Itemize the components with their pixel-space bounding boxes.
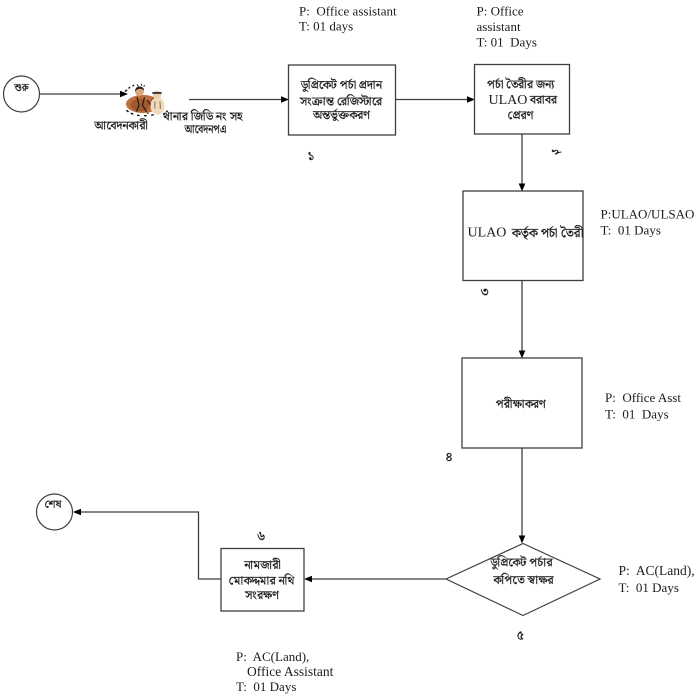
svg-text:ULAO: ULAO — [468, 226, 507, 241]
svg-text:T: 01 Days: T: 01 Days — [605, 407, 669, 422]
svg-text:P: AC(Land),: P: AC(Land), — [236, 649, 309, 664]
svg-text:Office Assistant: Office Assistant — [247, 664, 334, 679]
svg-text:T: 01 Days: T: 01 Days — [619, 580, 679, 595]
svg-text:T: 01 Days: T: 01 Days — [236, 679, 296, 694]
svg-text:P: Office: P: Office — [477, 4, 524, 19]
svg-text:P: Office Asst: P: Office Asst — [605, 390, 681, 405]
svg-text:assistant: assistant — [477, 19, 521, 34]
svg-text:T: 01 Days: T: 01 Days — [477, 34, 537, 49]
svg-text:T: 01 Days: T: 01 Days — [601, 222, 661, 237]
svg-text:ULAO: ULAO — [489, 93, 528, 108]
svg-text:P: AC(Land),: P: AC(Land), — [619, 563, 695, 578]
svg-text:P: Office assistant: P: Office assistant — [299, 4, 397, 19]
svg-text:T: 01 days: T: 01 days — [299, 19, 353, 34]
svg-text:P:ULAO/ULSAO: P:ULAO/ULSAO — [601, 207, 695, 222]
